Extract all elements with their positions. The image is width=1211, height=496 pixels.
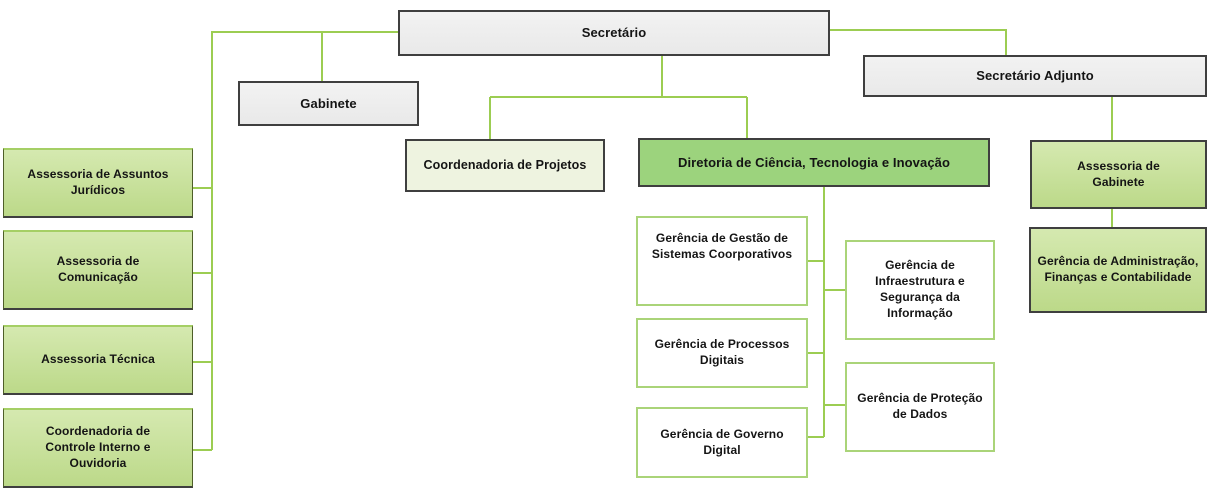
org-box-gerencia-gestao-sistemas: Gerência de Gestão de Sistemas Coorporat…: [636, 216, 808, 306]
org-box-label: Gerência de Gestão de Sistemas Coorporat…: [651, 231, 793, 261]
org-box-label: Gerência de Governo Digital: [660, 426, 784, 457]
org-box-label: Gerência de Proteção de Dados: [857, 391, 983, 421]
org-box-gabinete: Gabinete: [238, 81, 419, 126]
org-box-coordenadoria-controle-interno: Coordenadoria de Controle Interno e Ouvi…: [3, 408, 193, 488]
connector-secretario-left-trunk: [211, 31, 398, 450]
org-box-assessoria-gabinete: Assessoria de Gabinete: [1030, 140, 1207, 209]
org-box-label: Coordenadoria de Controle Interno e Ouvi…: [45, 424, 151, 470]
org-box-gerencia-processos-digitais: Gerência de Processos Digitais: [636, 318, 808, 388]
org-box-assessoria-tecnica: Assessoria Técnica: [3, 325, 193, 395]
org-box-gerencia-governo-digital: Gerência de Governo Digital: [636, 407, 808, 478]
org-box-label: Assessoria de Gabinete: [1077, 158, 1160, 189]
org-box-gerencia-administracao-financas: Gerência de Administração, Finanças e Co…: [1029, 227, 1207, 313]
org-box-assessoria-comunicacao: Assessoria de Comunicação: [3, 230, 193, 310]
org-box-label: Gerência de Infraestrutura e Segurança d…: [875, 258, 965, 320]
org-box-diretoria-cti: Diretoria de Ciência, Tecnologia e Inova…: [638, 138, 990, 187]
org-box-gerencia-protecao-dados: Gerência de Proteção de Dados: [845, 362, 995, 452]
org-box-label: Secretário Adjunto: [976, 68, 1094, 84]
org-box-secretario: Secretário: [398, 10, 830, 56]
org-box-assessoria-assuntos-juridicos: Assessoria de Assuntos Jurídicos: [3, 148, 193, 218]
connector-secretario-adjunto: [830, 29, 1007, 55]
org-box-label: Gerência de Administração, Finanças e Co…: [1037, 254, 1199, 284]
org-box-label: Coordenadoria de Projetos: [423, 158, 587, 173]
org-box-label: Assessoria de Comunicação: [56, 254, 140, 284]
org-box-label: Secretário: [581, 25, 647, 41]
org-box-gerencia-infraestrutura-seguranca: Gerência de Infraestrutura e Segurança d…: [845, 240, 995, 340]
org-box-label: Assessoria de Assuntos Jurídicos: [27, 167, 169, 197]
org-box-coordenadoria-projetos: Coordenadoria de Projetos: [405, 139, 605, 192]
org-box-secretario-adjunto: Secretário Adjunto: [863, 55, 1207, 97]
org-box-label: Gabinete: [300, 95, 357, 111]
org-box-label: Diretoria de Ciência, Tecnologia e Inova…: [677, 154, 951, 170]
org-box-label: Assessoria Técnica: [41, 352, 155, 367]
org-box-label: Gerência de Processos Digitais: [654, 337, 790, 367]
